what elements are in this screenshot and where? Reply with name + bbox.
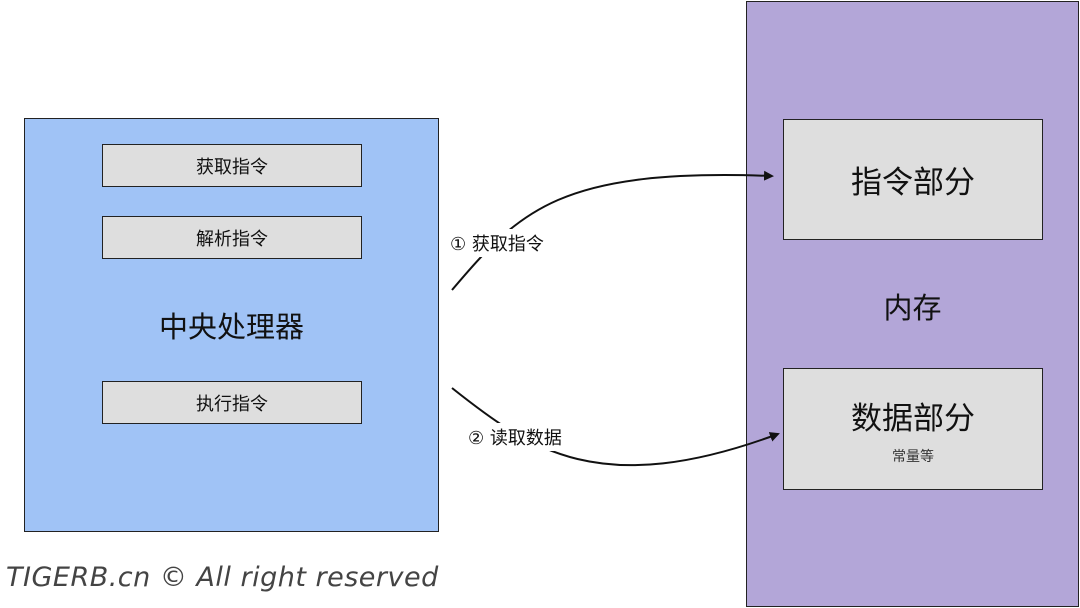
memory-label: 内存 — [883, 291, 942, 325]
memory-block: 指令部分 内存 数据部分 常量等 — [746, 1, 1079, 607]
fetch-arrow-label: ① 获取指令 — [448, 229, 546, 257]
fetch-instruction-box: 获取指令 — [102, 144, 362, 187]
copyright-footer: TIGERB.cn © All right reserved — [6, 562, 439, 593]
decode-instruction-label: 解析指令 — [196, 228, 268, 250]
read-arrow-label: ② 读取数据 — [466, 423, 564, 451]
data-part-box: 数据部分 常量等 — [783, 368, 1043, 490]
cpu-block: 获取指令 解析指令 中央处理器 执行指令 — [24, 118, 439, 532]
data-part-label: 数据部分 — [851, 400, 975, 437]
decode-instruction-box: 解析指令 — [102, 216, 362, 259]
data-part-note: 常量等 — [892, 448, 934, 465]
instruction-part-label: 指令部分 — [851, 165, 975, 201]
cpu-label: 中央处理器 — [158, 310, 304, 344]
instruction-part-box: 指令部分 — [783, 119, 1043, 240]
execute-instruction-box: 执行指令 — [102, 381, 362, 424]
execute-instruction-label: 执行指令 — [196, 393, 268, 415]
fetch-instruction-label: 获取指令 — [196, 156, 268, 178]
